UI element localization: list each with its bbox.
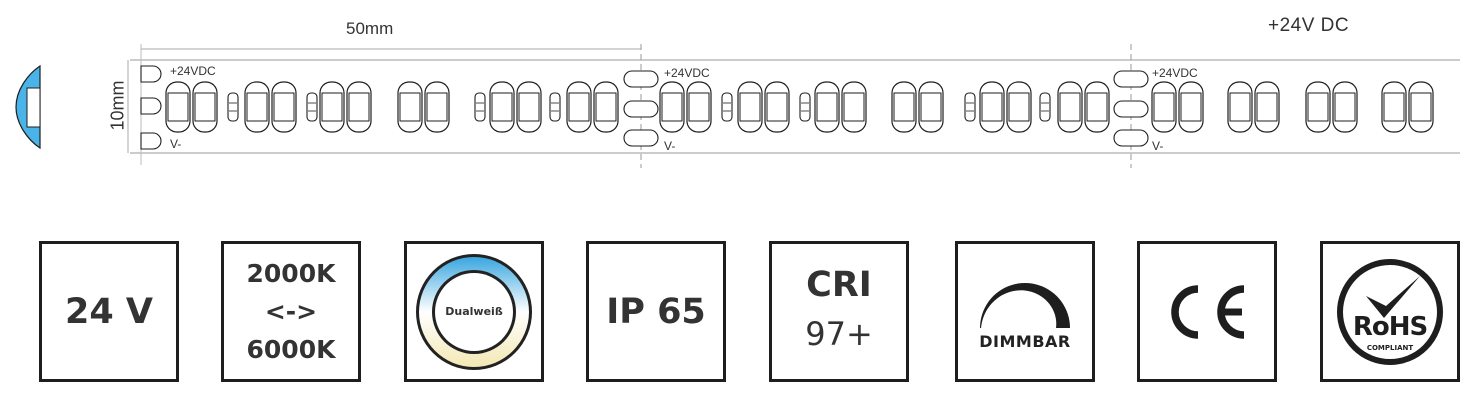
width-label: 50mm — [346, 19, 394, 38]
voltage-label: +24V DC — [1268, 15, 1350, 36]
feature-card-dual-white: Dualweiß — [404, 241, 544, 382]
dimmable-label: DIMMBAR — [979, 332, 1071, 351]
solder-pad — [1113, 70, 1149, 88]
led-chip-die — [1008, 92, 1030, 122]
solder-pad — [1113, 129, 1149, 147]
led-chip-die — [1334, 92, 1356, 122]
led-chip-die — [981, 92, 1003, 122]
cri-value: 97+ — [805, 314, 873, 353]
pad-minus-label: V- — [170, 137, 182, 151]
dual-white-label: Dualweiß — [445, 304, 503, 318]
pad-minus-label: V- — [1152, 139, 1164, 153]
cri-label: CRI — [806, 264, 872, 305]
ip-rating-spec: IP 65 — [606, 291, 706, 332]
solder-pad — [1113, 100, 1149, 118]
rohs-badge-icon: RoHS COMPLIANT — [1336, 258, 1444, 366]
led-chip-die — [1256, 92, 1278, 122]
led-chip-die — [1307, 92, 1329, 122]
led-chip-die — [1059, 92, 1081, 122]
resistor — [1039, 92, 1051, 122]
led-chip-die — [661, 92, 683, 122]
led-chip-die — [399, 92, 421, 122]
led-chip-die — [1086, 92, 1108, 122]
led-chip-die — [1153, 92, 1175, 122]
feature-card-color-temp: 2000K <-> 6000K — [221, 241, 361, 382]
led-chip-die — [816, 92, 838, 122]
led-chip-die — [920, 92, 942, 122]
resistor — [964, 92, 976, 122]
solder-pad — [623, 129, 659, 147]
led-chip-die — [348, 92, 370, 122]
solder-pad — [140, 65, 162, 83]
feature-card-rohs: RoHS COMPLIANT — [1320, 241, 1460, 382]
profile-cross-section-icon — [15, 64, 41, 150]
feature-card-cri: CRI 97+ — [769, 241, 909, 382]
resistor — [227, 92, 239, 122]
solder-pad — [140, 97, 162, 115]
height-label: 10mm — [107, 80, 128, 131]
solder-pad — [623, 100, 659, 118]
led-array — [140, 65, 1434, 150]
resistor — [721, 92, 733, 122]
pad-plus-label: +24VDC — [1152, 66, 1198, 80]
led-chip-die — [893, 92, 915, 122]
resistor — [799, 92, 811, 122]
led-chip-die — [246, 92, 268, 122]
led-chip-die — [766, 92, 788, 122]
feature-card-ip-rating: IP 65 — [586, 241, 726, 382]
feature-card-voltage: 24 V — [39, 241, 179, 382]
feature-card-dimmable: DIMMBAR — [955, 241, 1095, 382]
resistor — [474, 92, 486, 122]
led-chip-die — [491, 92, 513, 122]
led-chip-die — [595, 92, 617, 122]
pad-plus-label: +24VDC — [664, 66, 710, 80]
color-temp-min: 2000K — [246, 258, 336, 288]
led-chip-die — [518, 92, 540, 122]
dual-white-ring-icon: Dualweiß — [414, 252, 534, 372]
ce-mark-icon — [1171, 284, 1245, 339]
led-chip-die — [426, 92, 448, 122]
solder-pad — [623, 70, 659, 88]
led-chip-die — [843, 92, 865, 122]
dimmer-arc-icon — [980, 283, 1070, 328]
led-chip-die — [194, 92, 216, 122]
led-chip-die — [1383, 92, 1405, 122]
rohs-label: RoHS — [1352, 311, 1428, 342]
voltage-spec: 24 V — [65, 291, 153, 332]
led-chip-die — [273, 92, 295, 122]
led-chip-die — [1229, 92, 1251, 122]
pad-plus-label: +24VDC — [170, 64, 216, 78]
feature-card-ce: CE — [1137, 241, 1277, 382]
color-temp-arrow: <-> — [264, 296, 318, 326]
led-chip-die — [568, 92, 590, 122]
led-chip-die — [1180, 92, 1202, 122]
color-temp-max: 6000K — [246, 334, 336, 364]
resistor — [549, 92, 561, 122]
resistor — [306, 92, 318, 122]
solder-pad — [140, 132, 162, 150]
led-chip-die — [688, 92, 710, 122]
rohs-sublabel: COMPLIANT — [1366, 343, 1414, 352]
strip-diagram — [15, 44, 1460, 168]
led-chip-die — [1410, 92, 1432, 122]
led-chip-die — [167, 92, 189, 122]
led-chip-die — [739, 92, 761, 122]
pad-minus-label: V- — [664, 139, 676, 153]
led-chip-die — [321, 92, 343, 122]
